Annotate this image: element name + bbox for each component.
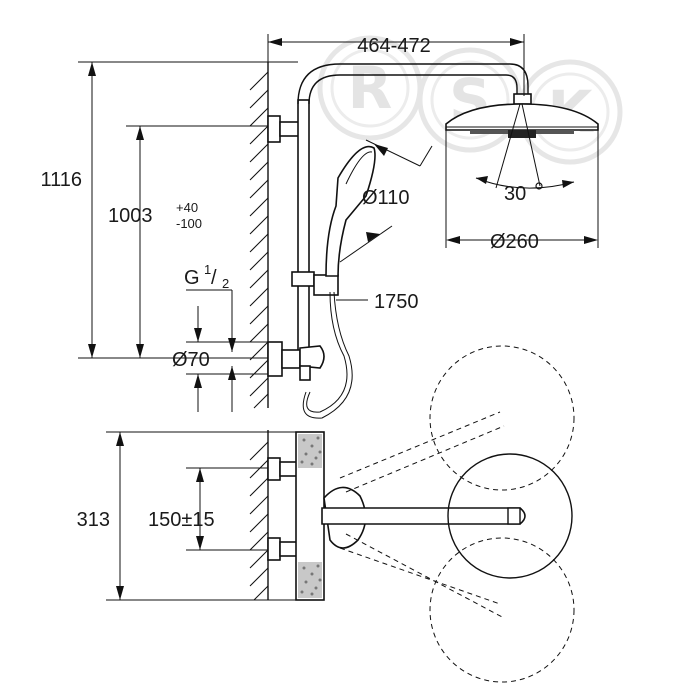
dim-hose-length: 1750 xyxy=(374,291,419,313)
dim-centre-distance: 150±15 xyxy=(148,509,215,531)
slider-clamp xyxy=(291,271,315,287)
wall-lower xyxy=(249,430,269,601)
dim-mixer-height: 313 xyxy=(77,509,110,531)
dim-rail-height: 1003 xyxy=(108,205,153,227)
upper-inlet-plate xyxy=(267,457,281,481)
watermark-ring-r: R xyxy=(317,35,423,141)
wall-bracket-arm xyxy=(279,121,301,137)
dim-thread-slash: / xyxy=(211,267,217,289)
escutcheon xyxy=(267,341,283,377)
handle-wheel-lower-position xyxy=(429,537,575,683)
thermostat-knurl-top xyxy=(298,434,322,468)
hand-shower xyxy=(325,145,376,277)
head-shower-centre xyxy=(508,130,536,138)
dimension-lines xyxy=(78,34,599,601)
dim-escutcheon-dia: Ø70 xyxy=(172,349,210,371)
thermostat-knurl-bottom xyxy=(298,562,322,598)
shower-column xyxy=(267,63,599,419)
dim-thread-g: G xyxy=(184,267,200,289)
shower-hose-b xyxy=(302,291,353,419)
wall-bracket-plate xyxy=(267,115,281,143)
riser-pipe xyxy=(297,99,310,353)
dim-head-shower-dia: Ø260 xyxy=(490,231,539,253)
shower-arm-outer xyxy=(297,63,529,105)
inlet-connector xyxy=(281,349,301,369)
dim-total-height: 1116 xyxy=(40,169,82,191)
bath-spout xyxy=(321,507,526,525)
watermark-ring-s: S xyxy=(417,47,523,153)
dim-hand-shower-dia: Ø110 xyxy=(362,187,409,209)
dim-head-tilt: 30 xyxy=(504,183,526,205)
lower-inlet-plate xyxy=(267,537,281,561)
dim-rail-tol-minus: -100 xyxy=(176,216,202,231)
handle-wheel-upper-position xyxy=(429,345,575,491)
bath-mixer xyxy=(267,345,575,683)
head-connector xyxy=(513,93,532,105)
dim-thread-num: 1 xyxy=(204,262,211,277)
degree-symbol xyxy=(535,182,543,190)
dim-thread-den: 2 xyxy=(222,276,229,291)
shower-hose-a xyxy=(306,291,348,413)
handle-wheel xyxy=(447,453,573,579)
outlet-elbow xyxy=(299,345,325,369)
head-shower xyxy=(445,103,599,131)
watermark-letter-r: R xyxy=(348,54,393,122)
shower-arm-inner xyxy=(308,74,518,105)
dim-rail-tol-plus: +40 xyxy=(176,200,198,215)
wall-upper xyxy=(249,62,269,409)
hose-outlet xyxy=(299,365,311,381)
dim-projection: 464-472 xyxy=(357,35,430,57)
